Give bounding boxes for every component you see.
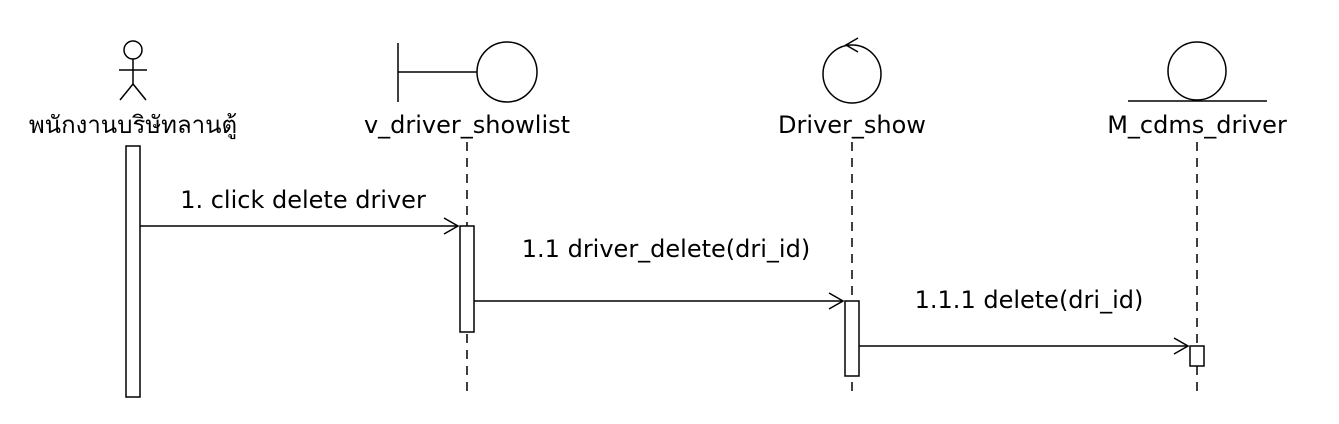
entity-symbol — [1128, 41, 1267, 102]
activation-control — [844, 300, 860, 377]
control-symbol — [822, 37, 882, 104]
actor-figure — [119, 40, 147, 101]
participant-label-boundary: v_driver_showlist — [364, 111, 570, 139]
activation-entity — [1189, 345, 1205, 367]
message-label-1: 1. click delete driver — [180, 186, 426, 214]
boundary-symbol — [397, 41, 538, 103]
participant-label-actor: พนักงานบริษัทลานตู้ — [29, 111, 237, 140]
message-arrow-3 — [859, 337, 1190, 355]
message-label-3: 1.1.1 delete(dri_id) — [915, 286, 1144, 314]
activation-actor — [125, 145, 141, 398]
message-arrow-1 — [140, 217, 460, 235]
participant-label-entity: M_cdms_driver — [1107, 111, 1287, 139]
message-label-2: 1.1 driver_delete(dri_id) — [522, 235, 810, 263]
participant-label-control: Driver_show — [778, 111, 926, 139]
activation-boundary — [459, 225, 475, 333]
message-arrow-2 — [474, 292, 845, 310]
